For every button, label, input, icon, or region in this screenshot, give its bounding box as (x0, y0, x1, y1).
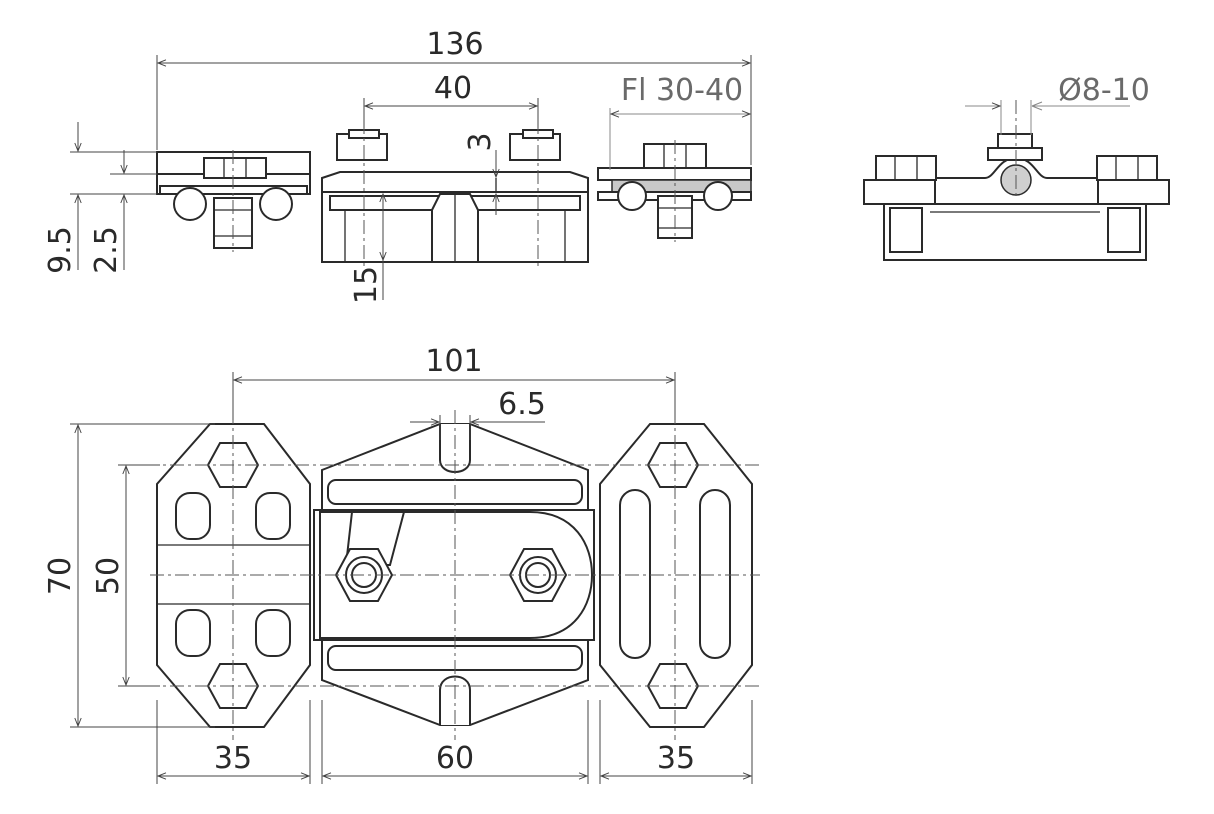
dim-slot-width: 6.5 (498, 387, 546, 422)
dim-plate-thickness: 3 (463, 132, 498, 151)
dim-bolt-spacing-top: 40 (434, 71, 472, 106)
dim-left-clamp-width: 35 (214, 741, 252, 776)
dim-center-width: 60 (436, 741, 474, 776)
dim-flat-range: Fl 30-40 (621, 73, 743, 108)
dim-height-total: 9.5 (43, 226, 78, 274)
dim-height-body: 15 (349, 266, 384, 304)
dimension-lines (70, 55, 1130, 784)
top-view (120, 410, 760, 740)
side-view (156, 120, 752, 268)
dim-height-plate: 2.5 (89, 226, 124, 274)
dim-inner-width: 50 (91, 557, 126, 595)
dimension-labels: 136 40 Fl 30-40 Ø8-10 3 9.5 2.5 15 101 6… (43, 27, 1150, 776)
dim-bolt-spacing-bottom: 101 (425, 344, 482, 379)
right-clamp-top (599, 423, 753, 728)
center-body-top (313, 423, 595, 726)
dim-overall-length: 136 (426, 27, 483, 62)
dim-right-clamp-width: 35 (657, 741, 695, 776)
end-view (863, 100, 1170, 261)
dim-outer-width: 70 (43, 557, 78, 595)
dim-diameter-range: Ø8-10 (1058, 73, 1150, 108)
center-body-side (321, 129, 589, 263)
